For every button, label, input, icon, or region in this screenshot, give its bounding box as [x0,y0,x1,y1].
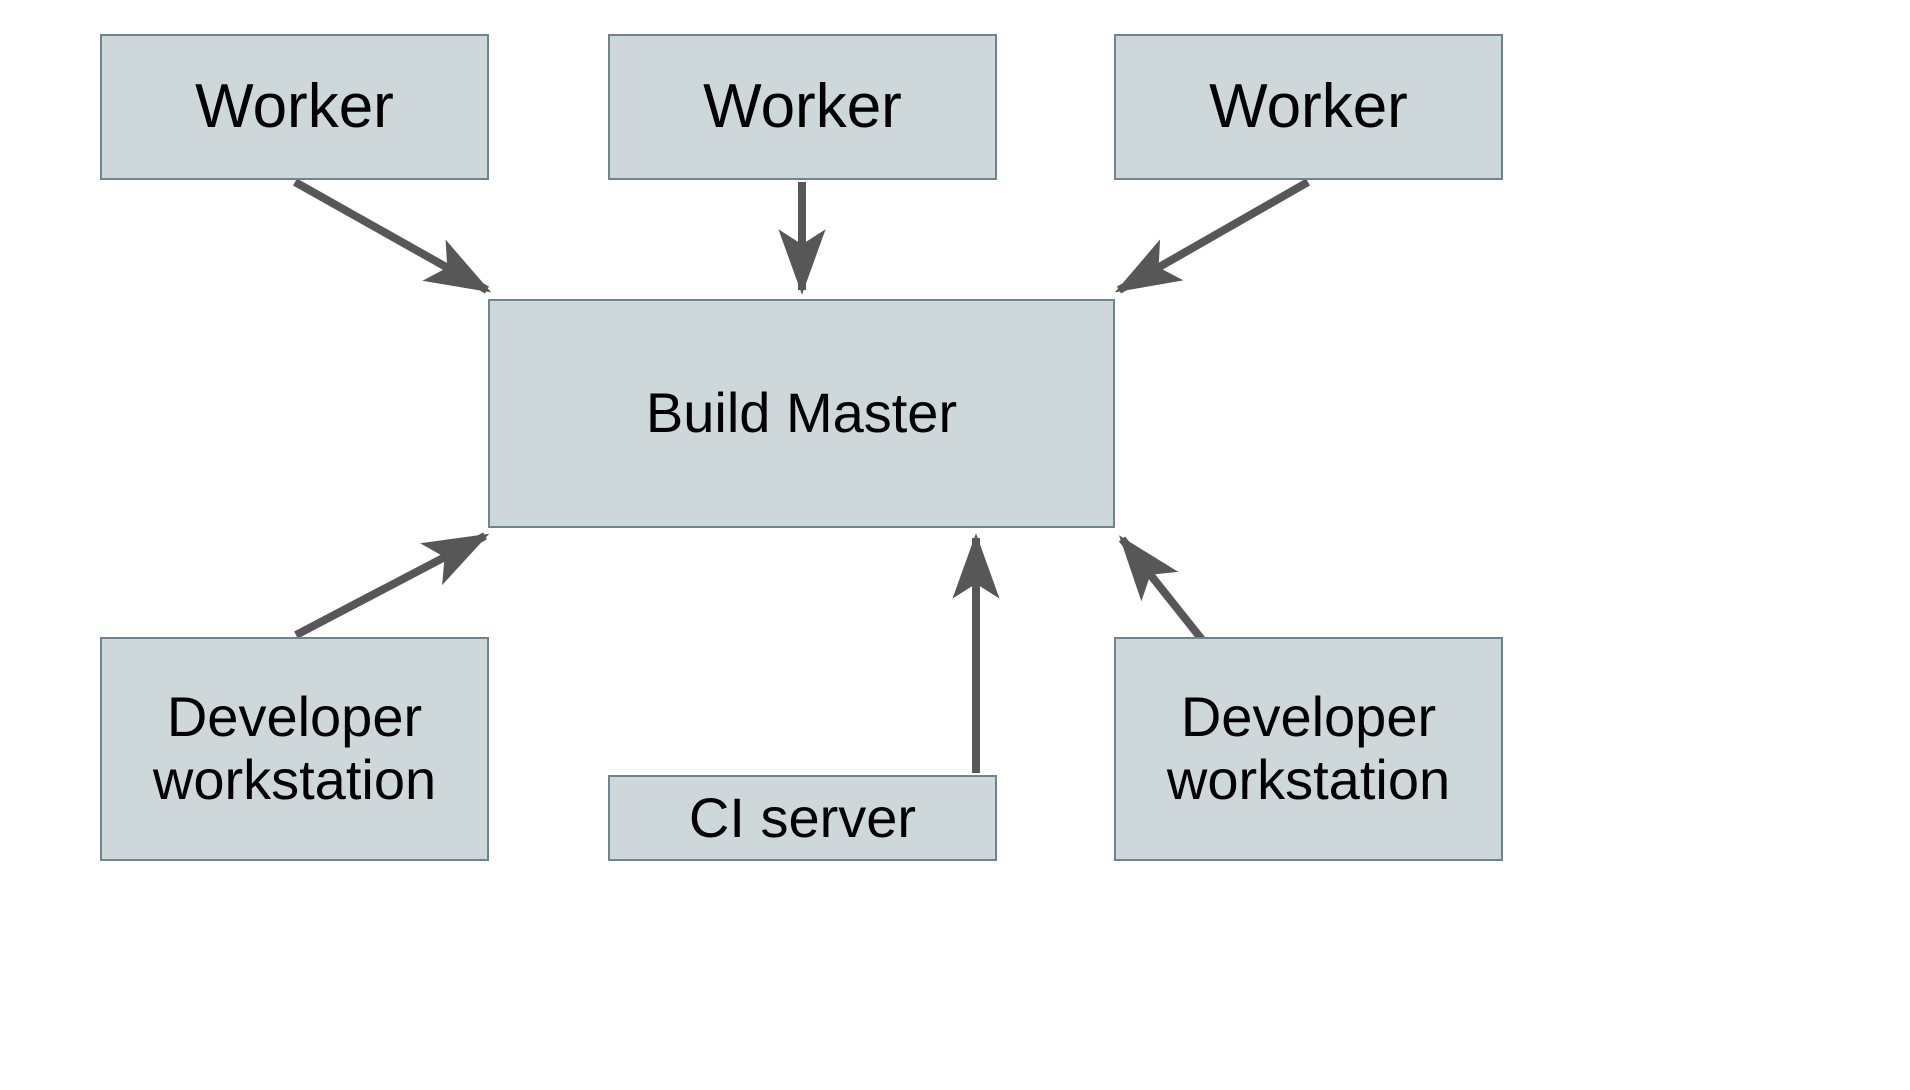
edge-worker-3-to-build-master [1114,178,1310,294]
node-ci-server[interactable]: CI server [608,775,997,861]
node-worker-1[interactable]: Worker [100,34,489,180]
edge-worker-1-to-build-master [293,178,492,294]
edge-dev-ws-left-to-build-master [294,532,490,639]
node-worker-2-label: Worker [703,72,902,142]
node-developer-workstation-left-label: Developer workstation [152,685,437,811]
node-build-master[interactable]: Build Master [488,299,1115,528]
node-developer-workstation-left[interactable]: Developer workstation [100,637,489,861]
node-build-master-label: Build Master [645,381,958,445]
node-developer-workstation-right[interactable]: Developer workstation [1114,637,1503,861]
node-worker-3-label: Worker [1209,72,1408,142]
node-ci-server-label: CI server [688,785,917,849]
node-worker-3[interactable]: Worker [1114,34,1503,180]
node-worker-2[interactable]: Worker [608,34,997,180]
node-worker-1-label: Worker [195,72,394,142]
node-developer-workstation-right-label: Developer workstation [1166,685,1451,811]
